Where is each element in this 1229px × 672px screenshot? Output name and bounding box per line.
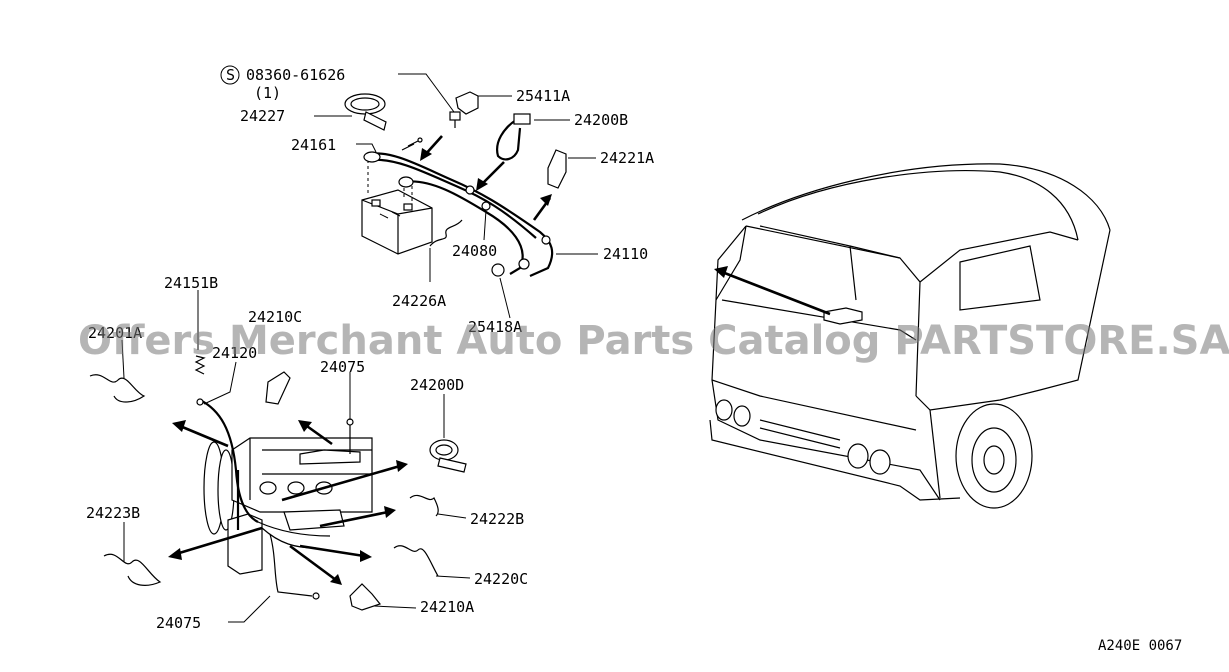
- wire-24201A: [89, 374, 146, 403]
- standard-part-marker-letter: S: [226, 66, 235, 84]
- wire-24226A: [429, 219, 463, 247]
- label-24201A: 24201A: [88, 324, 142, 342]
- standard-part-marker: [220, 65, 240, 85]
- battery-cable: [363, 137, 554, 278]
- label-24161: 24161: [291, 136, 336, 154]
- wire-24220C: [393, 545, 439, 577]
- label-bolt-qty: (1): [254, 84, 281, 102]
- label-24075-bottom: 24075: [156, 614, 201, 632]
- label-24080: 24080: [452, 242, 497, 260]
- label-24227: 24227: [240, 107, 285, 125]
- bracket-24221A: [547, 149, 567, 189]
- figure-code: A240E 0067: [1098, 638, 1183, 654]
- battery-assembly: [361, 160, 433, 255]
- leader-lines: [121, 73, 598, 623]
- part-labels: S 08360-61626 (1) 25411A 24227 24200B 24…: [86, 65, 654, 632]
- engine-arrows: [168, 420, 408, 585]
- bracket-25411A: [455, 91, 479, 115]
- label-24151B: 24151B: [164, 274, 218, 292]
- label-24222B: 24222B: [470, 510, 524, 528]
- wire-24223B: [103, 553, 162, 586]
- label-24221A: 24221A: [600, 149, 654, 167]
- label-24210A: 24210A: [420, 598, 474, 616]
- clamp-24200D: [429, 439, 467, 473]
- label-24075-top: 24075: [320, 358, 365, 376]
- label-24226A: 24226A: [392, 292, 446, 310]
- label-24200B: 24200B: [574, 111, 628, 129]
- label-25418A: 25418A: [468, 318, 522, 336]
- label-08360-61626: 08360-61626: [246, 66, 345, 84]
- bolt-08360-61626: [449, 111, 461, 128]
- label-24210C: 24210C: [248, 308, 302, 326]
- label-24220C: 24220C: [474, 570, 528, 588]
- label-24200D: 24200D: [410, 376, 464, 394]
- label-24110: 24110: [603, 245, 648, 263]
- label-24223B: 24223B: [86, 504, 140, 522]
- label-24120: 24120: [212, 344, 257, 362]
- engine-assembly: [196, 398, 373, 600]
- vehicle-illustration: [709, 163, 1111, 509]
- bracket-24210C: [265, 371, 291, 405]
- watermark-text: Offers Merchant Auto Parts Catalog PARTS…: [78, 318, 1229, 364]
- top-arrows: [420, 135, 552, 221]
- cable-24200B: [496, 113, 531, 161]
- bracket-24210A: [349, 583, 382, 611]
- clamp-24227: [344, 93, 387, 131]
- label-25411A: 25411A: [516, 87, 570, 105]
- wire-24222B: [409, 494, 439, 517]
- spring-24151B: [194, 355, 206, 375]
